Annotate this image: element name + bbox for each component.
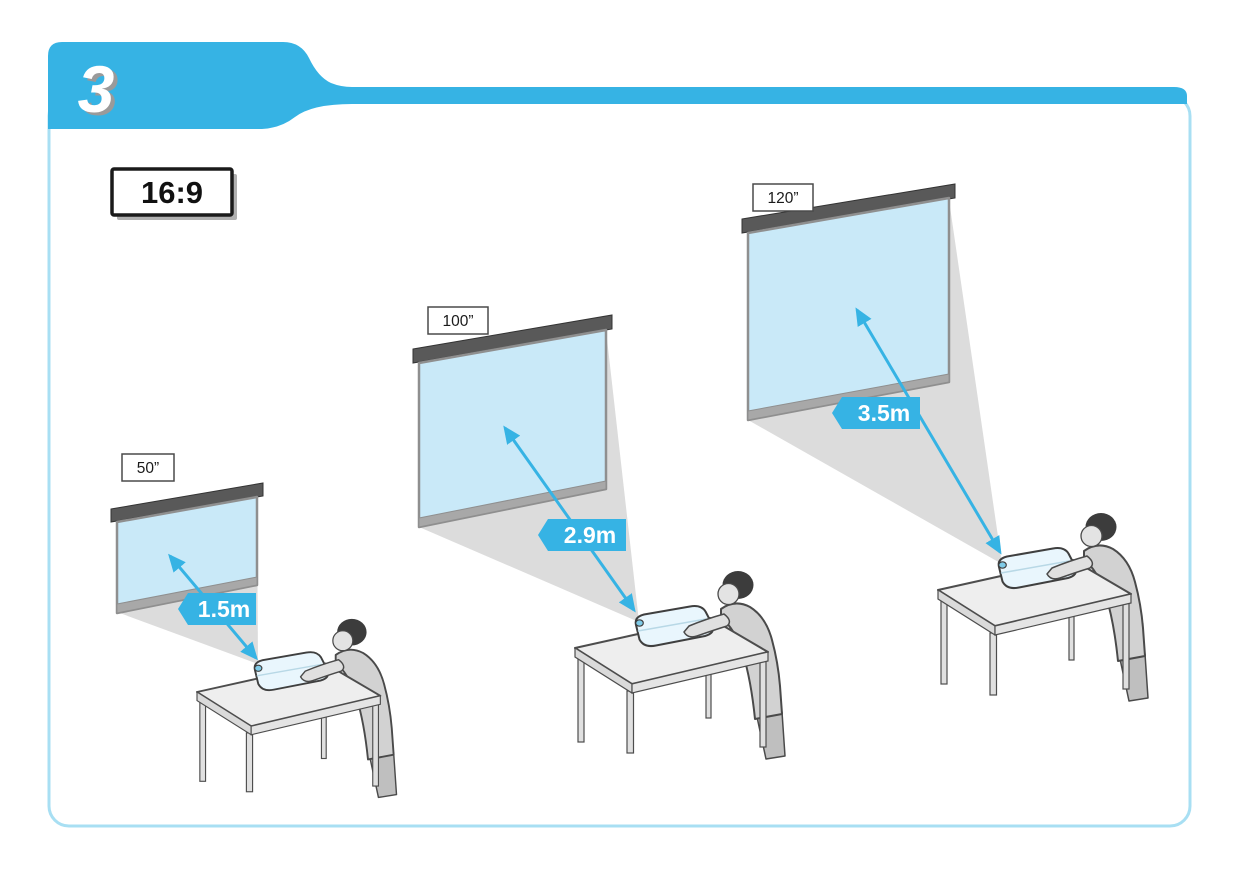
- scene-100: 2.9m 100”: [412, 306, 786, 760]
- screen-roller-bar: [741, 183, 956, 234]
- screen-size-box: [121, 453, 175, 482]
- screen-size-label: 120”: [767, 190, 798, 207]
- distance-tag: [178, 593, 256, 625]
- screen-size-label: 100”: [442, 313, 473, 330]
- distance-label: 1.5m: [198, 596, 250, 622]
- scene-120: 3.5m 120”: [741, 183, 1149, 702]
- distance-label: 2.9m: [564, 522, 616, 548]
- step-tab: [48, 42, 1187, 129]
- step-number: 3: [78, 52, 115, 126]
- screen-size-box: [427, 306, 489, 335]
- screen-roller-bar: [412, 314, 613, 364]
- aspect-box: [110, 167, 234, 217]
- distance-tag: [538, 519, 626, 551]
- step-number-shadow: 3: [82, 55, 119, 129]
- distance-tag: [832, 397, 920, 429]
- aspect-ratio-box: 16:9: [110, 167, 237, 220]
- scene-50: 1.5m 50”: [110, 453, 398, 799]
- aspect-ratio-label: 16:9: [141, 175, 203, 210]
- distance-arrow: [855, 307, 1002, 555]
- screen-size-box: [752, 183, 814, 212]
- screen-size-label: 50”: [137, 460, 159, 477]
- distance-label: 3.5m: [858, 400, 910, 426]
- screen-roller-bar: [110, 482, 264, 523]
